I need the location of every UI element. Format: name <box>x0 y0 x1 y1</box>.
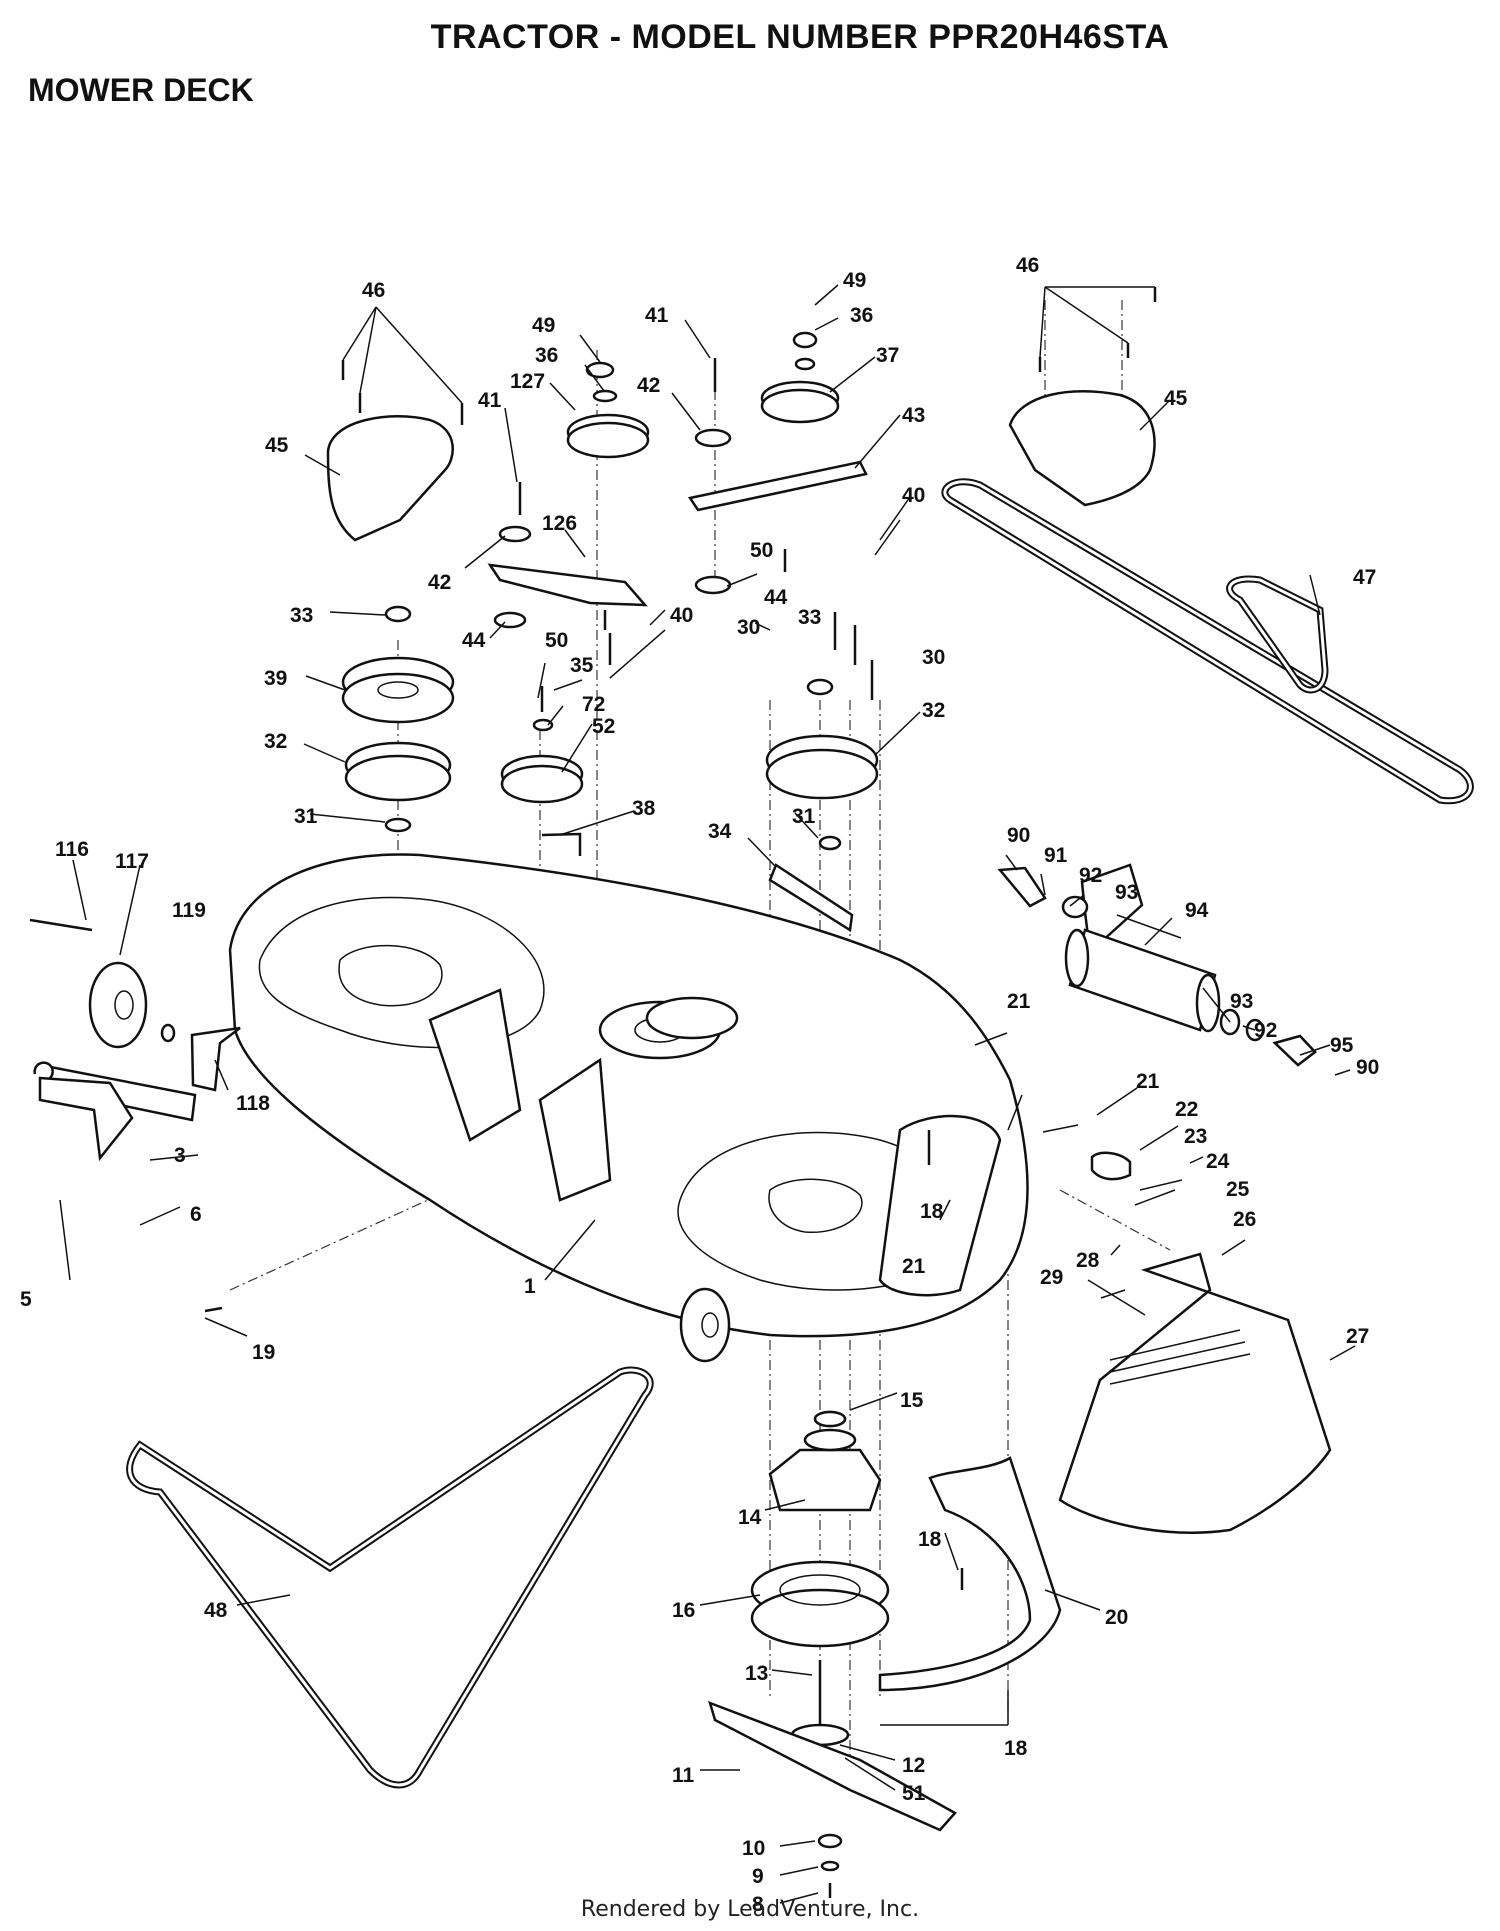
leader-lines <box>59 284 1356 1904</box>
callout-23: 23 <box>1184 1125 1207 1148</box>
callout-11: 11 <box>672 1764 695 1787</box>
callout-41b: 41 <box>478 389 502 412</box>
callout-92a: 92 <box>1079 864 1102 887</box>
callout-27: 27 <box>1346 1325 1369 1348</box>
anti-scalp-roller <box>1061 895 1317 1067</box>
page-title: TRACTOR - MODEL NUMBER PPR20H46STA <box>430 18 1170 56</box>
callout-20: 20 <box>1105 1606 1128 1629</box>
callout-38: 38 <box>632 797 656 820</box>
callout-labels: 46 49 41 49 36 36 46 127 42 37 41 45 45 … <box>20 254 1379 1916</box>
callout-117: 117 <box>115 850 149 873</box>
callout-40b: 40 <box>670 604 693 627</box>
callout-13: 13 <box>745 1662 768 1685</box>
callout-116: 116 <box>55 838 89 861</box>
callout-95: 95 <box>1330 1034 1354 1057</box>
callout-18a: 18 <box>920 1200 944 1223</box>
callout-42b: 42 <box>428 571 451 594</box>
callout-24: 24 <box>1206 1150 1230 1173</box>
callout-91: 91 <box>1044 844 1068 867</box>
callout-34: 34 <box>708 820 732 843</box>
callout-40a: 40 <box>902 484 925 507</box>
callout-28: 28 <box>1076 1249 1100 1272</box>
callout-22: 22 <box>1175 1098 1198 1121</box>
callout-14: 14 <box>738 1506 762 1529</box>
spindle-assembly <box>708 1410 957 1832</box>
callout-72: 72 <box>582 693 605 716</box>
callout-37: 37 <box>876 344 899 367</box>
callout-5: 5 <box>20 1288 32 1311</box>
callout-52: 52 <box>592 715 615 738</box>
callout-92b: 92 <box>1254 1019 1277 1042</box>
callout-46a: 46 <box>362 279 385 302</box>
callout-126: 126 <box>542 512 577 535</box>
callout-45a: 45 <box>265 434 289 457</box>
callout-90b: 90 <box>1356 1056 1379 1079</box>
callout-94: 94 <box>1185 899 1209 922</box>
callout-90a: 90 <box>1007 824 1030 847</box>
callout-46b: 46 <box>1016 254 1039 277</box>
callout-30a: 30 <box>737 616 760 639</box>
callout-49b: 49 <box>843 269 866 292</box>
callout-36a: 36 <box>535 344 558 367</box>
callout-42a: 42 <box>637 374 660 397</box>
callout-15: 15 <box>900 1389 924 1412</box>
callout-93a: 93 <box>1115 881 1138 904</box>
pulley-shields <box>326 390 1156 542</box>
callout-35: 35 <box>570 654 594 677</box>
callout-30b: 30 <box>922 646 945 669</box>
callout-21a: 21 <box>1007 990 1031 1013</box>
callout-31a: 31 <box>294 805 318 828</box>
callout-39: 39 <box>264 667 287 690</box>
callout-12: 12 <box>902 1754 925 1777</box>
callout-21c: 21 <box>902 1255 926 1278</box>
callout-118: 118 <box>236 1092 270 1115</box>
callout-10: 10 <box>742 1837 765 1860</box>
callout-3: 3 <box>174 1144 186 1167</box>
callout-36b: 36 <box>850 304 873 327</box>
callout-33b: 33 <box>798 606 821 629</box>
callout-18c: 18 <box>1004 1737 1028 1760</box>
callout-9: 9 <box>752 1865 764 1888</box>
gauge-wheels <box>29 918 731 1363</box>
brackets-and-arms <box>33 460 1317 1206</box>
callout-41a: 41 <box>645 304 669 327</box>
section-title: MOWER DECK <box>28 72 254 108</box>
callout-45b: 45 <box>1164 387 1188 410</box>
footer-credit: Rendered by LeadVenture, Inc. <box>580 1897 920 1922</box>
callout-48: 48 <box>204 1599 228 1622</box>
callout-25: 25 <box>1226 1178 1250 1201</box>
callout-31b: 31 <box>792 805 816 828</box>
callout-44a: 44 <box>764 586 788 609</box>
callout-51: 51 <box>902 1782 926 1805</box>
callout-19: 19 <box>252 1341 275 1364</box>
callout-16: 16 <box>672 1599 695 1622</box>
callout-32b: 32 <box>922 699 945 722</box>
callout-43: 43 <box>902 404 925 427</box>
callout-44b: 44 <box>462 629 486 652</box>
callout-6: 6 <box>190 1203 202 1226</box>
drive-belts <box>126 478 1474 1789</box>
callout-119: 119 <box>172 899 206 922</box>
callout-29: 29 <box>1040 1266 1063 1289</box>
callout-47: 47 <box>1353 566 1376 589</box>
callout-18b: 18 <box>918 1528 942 1551</box>
callout-21b: 21 <box>1136 1070 1160 1093</box>
callout-26: 26 <box>1233 1208 1256 1231</box>
callout-49a: 49 <box>532 314 555 337</box>
callout-50b: 50 <box>545 629 568 652</box>
callout-8: 8 <box>752 1893 764 1916</box>
callout-50a: 50 <box>750 539 773 562</box>
pulleys <box>341 380 879 1040</box>
callout-127: 127 <box>510 370 545 393</box>
callout-93b: 93 <box>1230 990 1253 1013</box>
callout-33a: 33 <box>290 604 313 627</box>
callout-32a: 32 <box>264 730 287 753</box>
discharge-chute <box>878 1252 1332 1692</box>
callout-1: 1 <box>524 1275 536 1298</box>
